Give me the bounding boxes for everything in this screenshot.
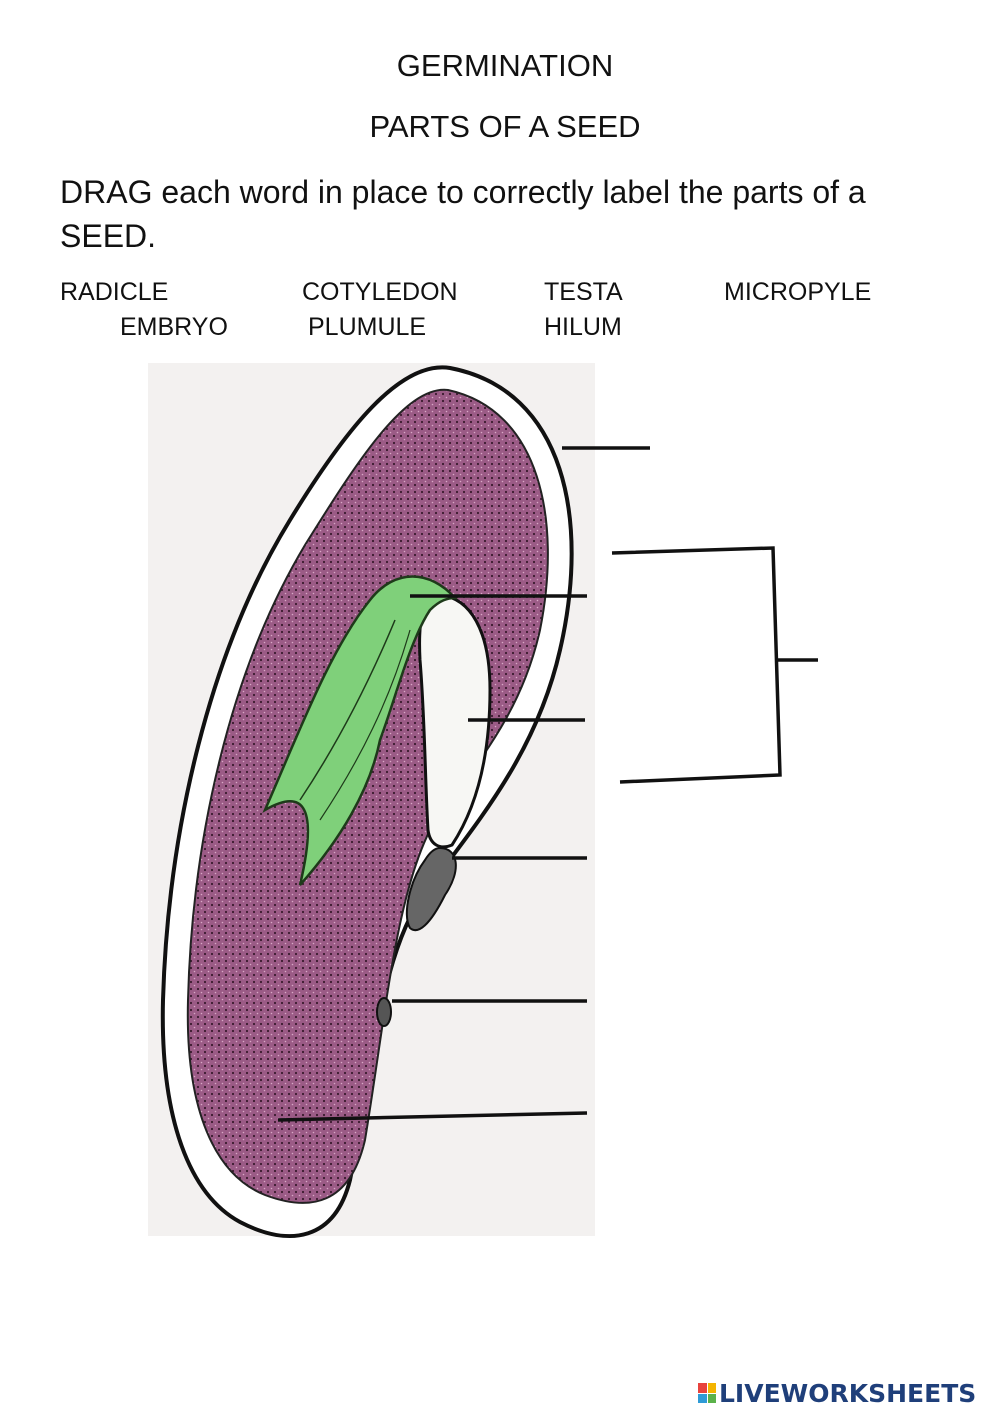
hilum-mark [405, 846, 457, 932]
plumule-leaf [262, 575, 458, 886]
word-embryo[interactable]: EMBRYO [120, 313, 228, 341]
word-cotyledon[interactable]: COTYLEDON [302, 278, 458, 306]
leaf-vein [299, 619, 396, 801]
cotyledon-region [186, 388, 549, 1204]
logo-text: LIVEWORKSHEETS [719, 1378, 977, 1408]
page-title: GERMINATION [396, 48, 614, 83]
word-testa[interactable]: TESTA [544, 278, 623, 306]
liveworksheets-logo: LIVEWORKSHEETS [698, 1376, 976, 1410]
label-line-cotyledon [277, 1111, 588, 1122]
page-subtitle: PARTS OF A SEED [369, 109, 641, 144]
leaf-vein [319, 629, 411, 821]
micropyle-mark [376, 997, 392, 1027]
liveworksheets-logo-icon [698, 1383, 716, 1403]
word-hilum[interactable]: HILUM [544, 313, 622, 341]
word-radicle[interactable]: RADICLE [60, 278, 169, 306]
embryo-bracket [611, 546, 782, 784]
word-plumule[interactable]: PLUMULE [308, 313, 427, 341]
instructions-text: DRAG each word in place to correctly lab… [60, 174, 866, 254]
word-micropyle[interactable]: MICROPYLE [724, 278, 872, 306]
radicle-shape [418, 593, 492, 849]
